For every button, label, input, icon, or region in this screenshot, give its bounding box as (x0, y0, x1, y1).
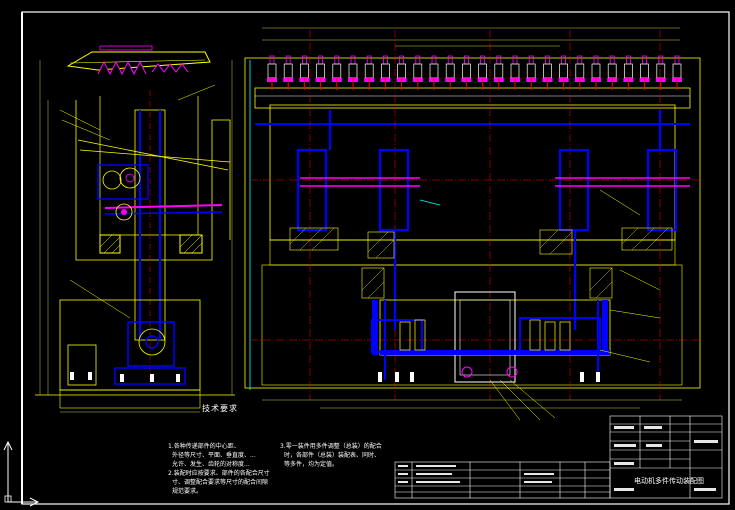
cutter-head (315, 55, 326, 90)
cutter-head (412, 55, 423, 90)
cutter-heads (267, 55, 682, 90)
cutter-head (510, 55, 520, 90)
cutter-head (461, 55, 472, 90)
cutter-head (558, 55, 569, 90)
title-block (394, 415, 723, 499)
note-item: 时，各部件（总装）装配表、同时、 (284, 452, 381, 459)
cutter-head (331, 55, 342, 90)
cutter-head (429, 55, 439, 90)
cutter-head (445, 55, 456, 90)
cutter-head (477, 55, 488, 90)
cutter-head (364, 55, 375, 90)
cutter-head (267, 55, 277, 90)
cutter-head (283, 55, 294, 90)
cutter-head (591, 55, 601, 90)
cutter-head (493, 55, 504, 90)
cutter-head (380, 55, 391, 90)
cutter-head (348, 55, 358, 90)
ucs-icon (3, 440, 40, 507)
cutter-head (672, 55, 682, 90)
note-item: 2.装配时应按要求、部件的各配合尺寸 (168, 470, 270, 477)
cutter-head (396, 55, 407, 90)
cutter-head (574, 55, 585, 90)
title-block-name: 电动机多件传动装配图 (634, 477, 704, 485)
front-view (244, 27, 701, 421)
note-item: 允许、发生、齿轮的对称度... (172, 461, 250, 468)
cutter-head (299, 55, 310, 90)
note-item: 外径等尺寸、平面、垂直度、... (172, 452, 256, 459)
note-item: 3.零一装件用多件调整（总装）的配合 (280, 443, 382, 450)
side-view (35, 45, 235, 413)
notes-title: 技术要求 (202, 404, 238, 413)
cutter-head (526, 55, 537, 90)
note-item: 规范要求。 (172, 488, 203, 495)
note-item: 寸、调整配合要求等尺寸的配合间隙 (172, 479, 269, 486)
cutter-head (639, 55, 650, 90)
cutter-head (655, 55, 666, 90)
cutter-head (623, 55, 634, 90)
note-item: 等多件，均为定值。 (284, 461, 339, 468)
note-item: 1.各种传递部件的中心距、 (168, 443, 240, 450)
cutter-head (607, 55, 618, 90)
cutter-head (542, 55, 553, 90)
